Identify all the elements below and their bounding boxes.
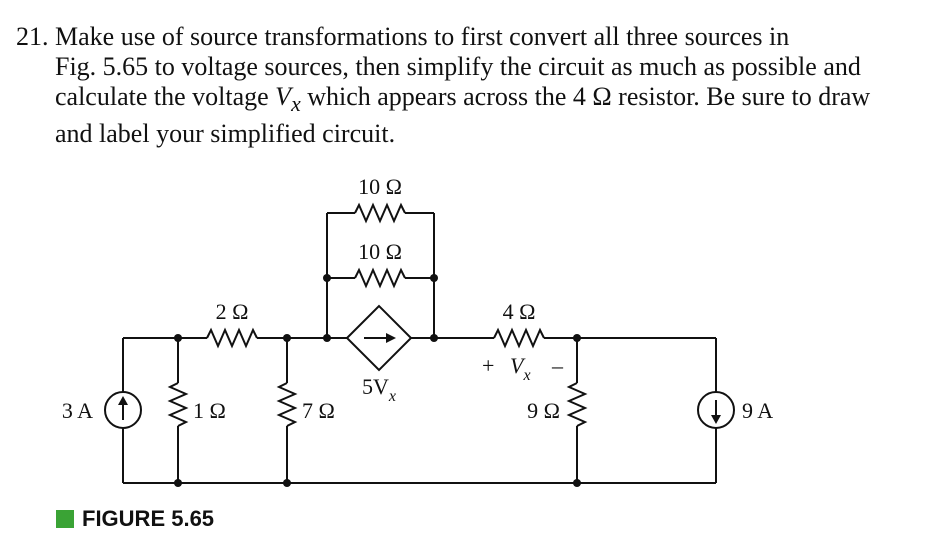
label-7-ohm: 7 Ω	[302, 398, 335, 423]
dep-subscript: x	[388, 388, 396, 405]
vx-plus: +	[482, 353, 494, 378]
problem-number: 21.	[16, 22, 49, 51]
current-source-9a	[697, 391, 735, 429]
figure-caption: FIGURE 5.65	[56, 505, 214, 533]
problem-line-3-end: which appears across the 4 Ω resistor. B…	[300, 82, 871, 111]
wires	[122, 202, 717, 484]
label-10-ohm-mid: 10 Ω	[358, 239, 402, 264]
problem-line-4: and label your simplified circuit.	[55, 119, 396, 149]
label-2-ohm: 2 Ω	[216, 299, 249, 324]
label-3a: 3 A	[62, 398, 93, 423]
label-4-ohm: 4 Ω	[503, 299, 536, 324]
current-source-3a	[104, 391, 142, 429]
caption-square-icon	[56, 510, 74, 528]
label-dependent-source: 5Vx	[362, 374, 396, 405]
vx-subscript: x	[291, 92, 301, 117]
label-9-ohm: 9 Ω	[527, 398, 560, 423]
vx-variable: V	[275, 82, 292, 111]
label-1-ohm: 1 Ω	[193, 398, 226, 423]
label-9a: 9 A	[742, 398, 773, 423]
dependent-source-arrow	[364, 333, 396, 343]
problem-line-2: Fig. 5.65 to voltage sources, then simpl…	[55, 52, 861, 81]
problem-text: 21. Make use of source transformations t…	[16, 22, 926, 149]
figure-caption-text: FIGURE 5.65	[82, 506, 215, 531]
vx-label: + Vx –	[482, 353, 564, 384]
problem-line-3-start: calculate the voltage	[55, 82, 276, 111]
vx-minus: –	[551, 353, 564, 378]
problem-line-1: Make use of source transformations to fi…	[55, 22, 790, 51]
dep-coef: 5V	[362, 374, 389, 399]
vx-var: Vx	[510, 353, 531, 384]
junction-dots	[174, 274, 581, 487]
label-10-ohm-top: 10 Ω	[358, 174, 402, 199]
problem-line-3: calculate the voltage Vx which appears a…	[55, 82, 926, 119]
